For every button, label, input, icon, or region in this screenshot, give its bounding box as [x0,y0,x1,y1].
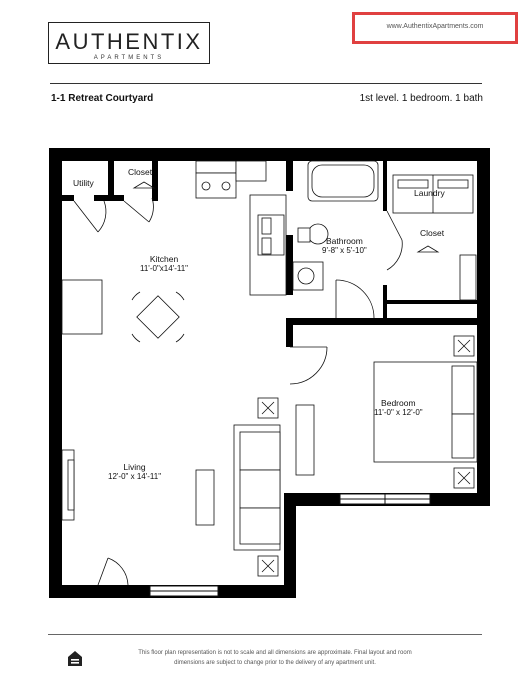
room-label-kitchen: Kitchen 11'-0"x14'-11" [140,254,189,273]
unit-description: 1st level. 1 bedroom. 1 bath [359,93,483,104]
living-furniture [61,397,281,577]
equal-housing-opportunity-icon [68,651,82,666]
doors [73,197,403,586]
dining-table [131,291,185,343]
kitchen-fixtures [61,160,287,526]
room-label-bathroom: Bathroom 9'-8" x 5'-10" [322,236,367,255]
room-label-bedroom: Bedroom 11'-0" x 12'-0" [374,398,423,417]
windows [149,493,431,597]
disclaimer-line-2: dimensions are subject to change prior t… [174,660,376,666]
bathroom-fixtures [292,160,379,291]
interior-walls [62,161,490,347]
unit-name: 1-1 Retreat Courtyard [51,93,154,104]
room-label-closet-bath: Closet [420,228,445,238]
brand-name: AUTHENTIX [55,29,203,54]
brand-tagline: APARTMENTS [93,55,165,61]
website-link[interactable]: www.AuthentixApartments.com [386,23,484,30]
hanger-icons [132,181,440,253]
room-label-laundry: Laundry [414,188,445,198]
bedroom-fixtures [295,335,478,489]
room-label-utility: Utility [73,178,94,188]
footer-divider [48,634,482,635]
outer-walls [49,148,490,598]
laundry-fixtures [392,174,477,301]
room-label-closet-kitchen: Closet [128,167,153,177]
room-label-living: Living 12'-0" x 14'-11" [108,462,162,481]
brand-logo: AUTHENTIX APARTMENTS [48,22,210,64]
header-divider [50,83,482,84]
website-highlight: www.AuthentixApartments.com [352,12,518,44]
disclaimer-line-1: This floor plan representation is not to… [138,650,412,656]
